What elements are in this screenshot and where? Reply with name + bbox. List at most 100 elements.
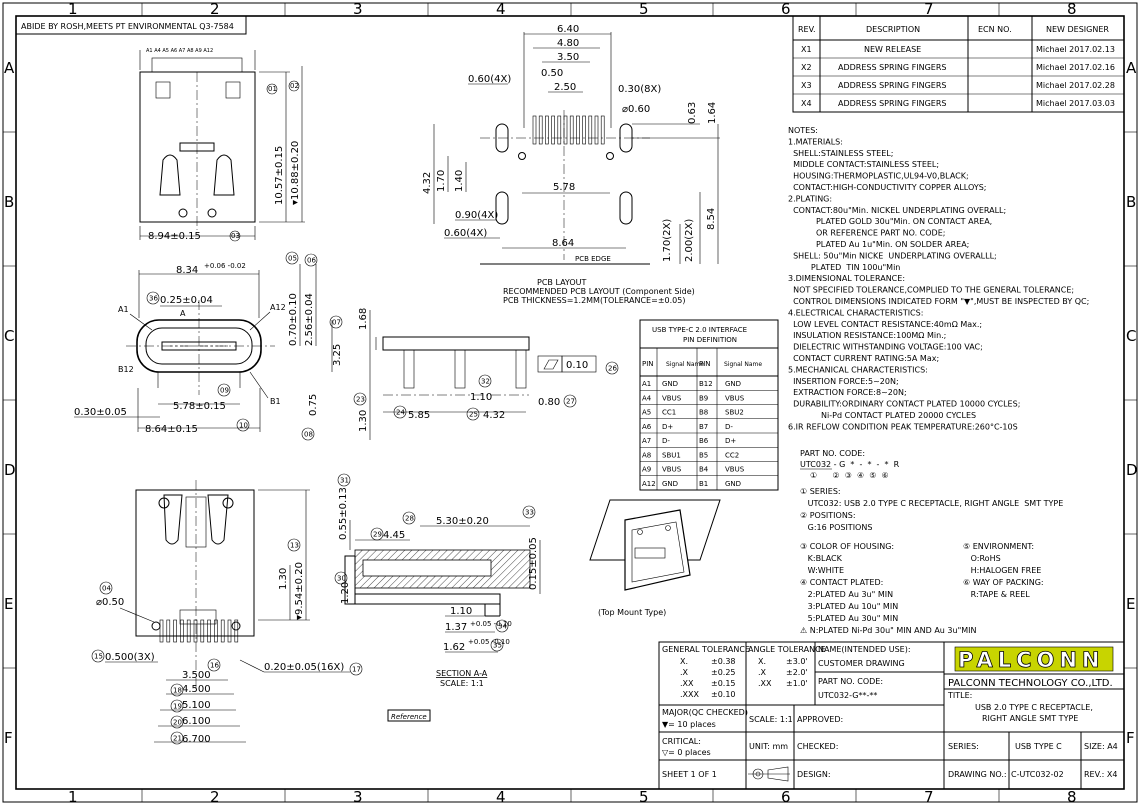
dim-8-64: 8.64±0.15 xyxy=(145,424,198,435)
callout-06: 06 xyxy=(304,253,318,267)
row-marker-E-right: E xyxy=(1126,595,1135,613)
bottom-pin xyxy=(166,619,171,643)
callout-36: 36 xyxy=(146,291,160,305)
dim-5-78: 5.78±0.15 xyxy=(173,401,226,412)
pin-table-cell: VBUS xyxy=(725,466,745,474)
dim-1-20: 1.20 xyxy=(340,582,351,604)
note-line: PLATED Au 1u"Min. ON SOLDER AREA; xyxy=(788,240,969,249)
dim-1-10: 1.10 xyxy=(470,392,492,403)
pin-table-cell: B7 xyxy=(699,423,708,431)
row-marker-D-right: D xyxy=(1126,461,1138,479)
pin-table-cell: D+ xyxy=(662,423,673,431)
note-line: SHELL:STAINLESS STEEL; xyxy=(788,149,893,158)
callout-34: 34 xyxy=(495,619,509,633)
note-line: 1.MATERIALS: xyxy=(788,137,843,146)
callout-19: 19 xyxy=(170,699,184,713)
note-line: DIELECTRIC WITHSTANDING VOLTAGE:100 VAC; xyxy=(788,343,983,352)
callout-07: 07 xyxy=(329,315,343,329)
callout-32: 32 xyxy=(478,374,492,388)
code-section-line: ④ CONTACT PLATED: xyxy=(800,578,883,587)
code-sections-left: ① SERIES: UTC032: USB 2.0 TYPE C RECEPTA… xyxy=(800,487,1063,635)
rev-row-1-designer: Michael 2017.02.13 xyxy=(1036,45,1115,54)
top-view-pin-labels: A1 A4 A5 A6 A7 A8 A9 A12 xyxy=(146,48,213,54)
gen-tol-value: ±0.10 xyxy=(711,690,736,699)
note-line: CONTROL DIMENSIONS INDICATED FORM "▼",MU… xyxy=(788,297,1089,306)
callout-23: 23 xyxy=(353,392,367,406)
ang-tol-title: ANGLE TOLERANCE xyxy=(748,645,826,654)
ang-tol-key: .X xyxy=(758,668,767,677)
svg-text:25: 25 xyxy=(469,411,478,419)
pcb-dim-1-64: 1.64 xyxy=(707,102,718,124)
pcb-dim-0-50: 0.50 xyxy=(541,68,563,79)
gen-tol-value: ±0.15 xyxy=(711,679,736,688)
pin-table-cell: A4 xyxy=(642,394,652,402)
svg-text:02: 02 xyxy=(290,82,299,90)
flatness-value: 0.10 xyxy=(566,360,588,371)
note-line: 5.MECHANICAL CHARACTERISTICS: xyxy=(788,365,928,374)
row-marker-F: F xyxy=(4,729,13,747)
callout-33: 33 xyxy=(522,505,536,519)
part-code-block: PART NO. CODE: UTC032 - G * - * - * R ① … xyxy=(800,449,900,480)
note-line: PLATED GOLD 30u"Min. ON CONTACT AREA, xyxy=(788,217,992,226)
sheet-label: SHEET 1 OF 1 xyxy=(662,770,717,779)
bottom-pin xyxy=(180,619,184,643)
pcb-layout: 6.40 4.80 3.50 2.50 0.50 0.60(4X) 0.30(8… xyxy=(422,24,720,305)
pin-table-cell: A7 xyxy=(642,437,651,445)
dim-4-32: 4.32 xyxy=(483,410,505,421)
title-value-2: RIGHT ANGLE SMT TYPE xyxy=(982,714,1078,723)
rev-header-designer: NEW DESIGNER xyxy=(1046,25,1109,34)
pcb-dim-8-54: 8.54 xyxy=(706,208,717,230)
svg-text:03: 03 xyxy=(231,232,240,240)
note-line: CONTACT:HIGH-CONDUCTIVITY COPPER ALLOYS; xyxy=(788,183,987,192)
svg-text:32: 32 xyxy=(481,378,490,386)
dim-0-80: 0.80 xyxy=(538,397,560,408)
note-line: LOW LEVEL CONTACT RESISTANCE:40mΩ Max.; xyxy=(788,320,982,329)
pcb-dim-0-30-8x: 0.30(8X) xyxy=(618,84,661,95)
callout-05: 05 xyxy=(285,251,299,265)
dim-1-37: 1.37 xyxy=(445,622,467,633)
design-label: DESIGN: xyxy=(797,770,831,779)
unit-label: UNIT: mm xyxy=(749,742,788,751)
svg-text:08: 08 xyxy=(304,431,313,439)
name-value: CUSTOMER DRAWING xyxy=(818,659,905,668)
callout-01 xyxy=(266,83,278,95)
pcb-slot-br xyxy=(619,191,633,225)
pcb-dim-0-63: 0.63 xyxy=(687,102,698,124)
svg-text:19: 19 xyxy=(173,703,182,711)
dim-1-10-section: 1.10 xyxy=(450,606,472,617)
code-section-line: ② POSITIONS: xyxy=(800,511,856,520)
svg-text:27: 27 xyxy=(566,398,575,406)
callout-18: 18 xyxy=(170,683,184,697)
name-label: NAME(INTENDED USE): xyxy=(818,645,911,654)
callout-15: 15 xyxy=(91,649,105,663)
revision-table: REV. DESCRIPTION ECN NO. NEW DESIGNER X1… xyxy=(792,15,1125,113)
major-label: MAJOR(QC CHECKED) xyxy=(662,708,748,717)
gen-tol-value: ±0.25 xyxy=(711,668,736,677)
code-section-line: ③ COLOR OF HOUSING: xyxy=(800,542,894,551)
code-section-right-line: R:TAPE & REEL xyxy=(963,590,1030,599)
pin-b12-label: B12 xyxy=(118,365,134,374)
note-line: INSERTION FORCE:5~20N; xyxy=(788,377,899,386)
pcb-dim-0-60-4x: 0.60(4X) xyxy=(468,74,511,85)
svg-text:07: 07 xyxy=(332,319,341,327)
col-marker-5: 5 xyxy=(639,0,649,18)
note-line: OR REFERENCE PART NO. CODE; xyxy=(788,229,945,238)
callout-04: 04 xyxy=(99,581,113,595)
pin-table-cell: D- xyxy=(725,423,733,431)
series-label: SERIES: xyxy=(948,742,979,751)
dim-8-34: 8.34 xyxy=(176,265,198,276)
approved-label: APPROVED: xyxy=(797,715,843,724)
callout-26: 26 xyxy=(605,361,619,375)
pcb-edge-label: PCB EDGE xyxy=(575,255,611,263)
col-marker-4-bottom: 4 xyxy=(496,788,506,805)
callout-31: 31 xyxy=(337,473,351,487)
callout-27: 27 xyxy=(563,394,577,408)
svg-text:36: 36 xyxy=(149,295,158,303)
svg-text:04: 04 xyxy=(102,585,111,593)
dim-phi-0-50: ⌀0.50 xyxy=(96,597,124,608)
series-value: USB TYPE C xyxy=(1015,742,1062,751)
pin-table-cell: VBUS xyxy=(725,394,745,402)
pin-table-cell: A12 xyxy=(642,480,656,488)
code-section-line: W:WHITE xyxy=(800,566,844,575)
